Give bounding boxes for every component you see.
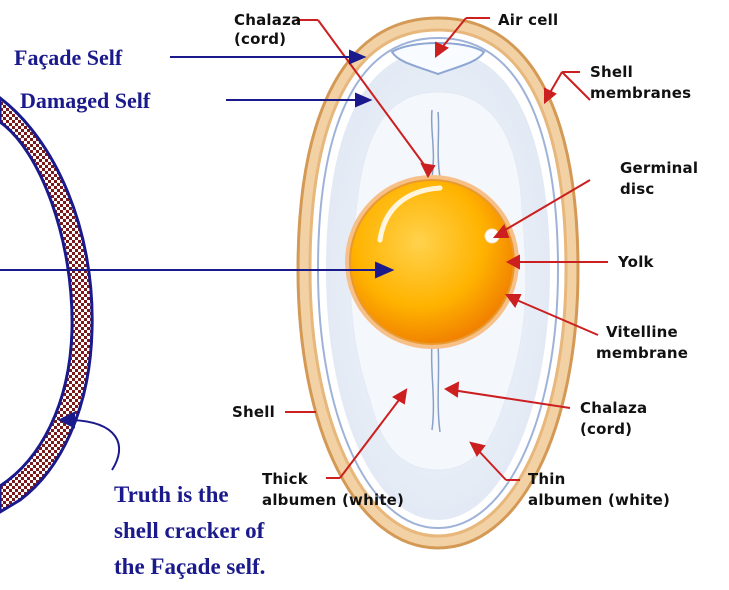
- label-chalaza-bottom: Chalaza (cord): [580, 399, 653, 438]
- label-germinal-disc: Germinal disc: [620, 159, 704, 198]
- label-chalaza-top: Chalaza (cord): [234, 11, 307, 48]
- facade-shell-arc: [0, 98, 92, 512]
- label-facade-self: Façade Self: [14, 45, 123, 70]
- label-damaged-self: Damaged Self: [20, 88, 151, 113]
- truth-caption: Truth is the shell cracker of the Façade…: [114, 482, 270, 579]
- label-yolk: Yolk: [617, 253, 655, 271]
- yolk: [345, 175, 519, 349]
- label-shell-membranes: Shell membranes: [590, 63, 691, 102]
- label-shell: Shell: [232, 403, 275, 421]
- label-vitelline-membrane: Vitelline membrane: [596, 323, 688, 362]
- label-air-cell: Air cell: [498, 11, 558, 29]
- label-thin-albumen: Thin albumen (white): [528, 470, 670, 509]
